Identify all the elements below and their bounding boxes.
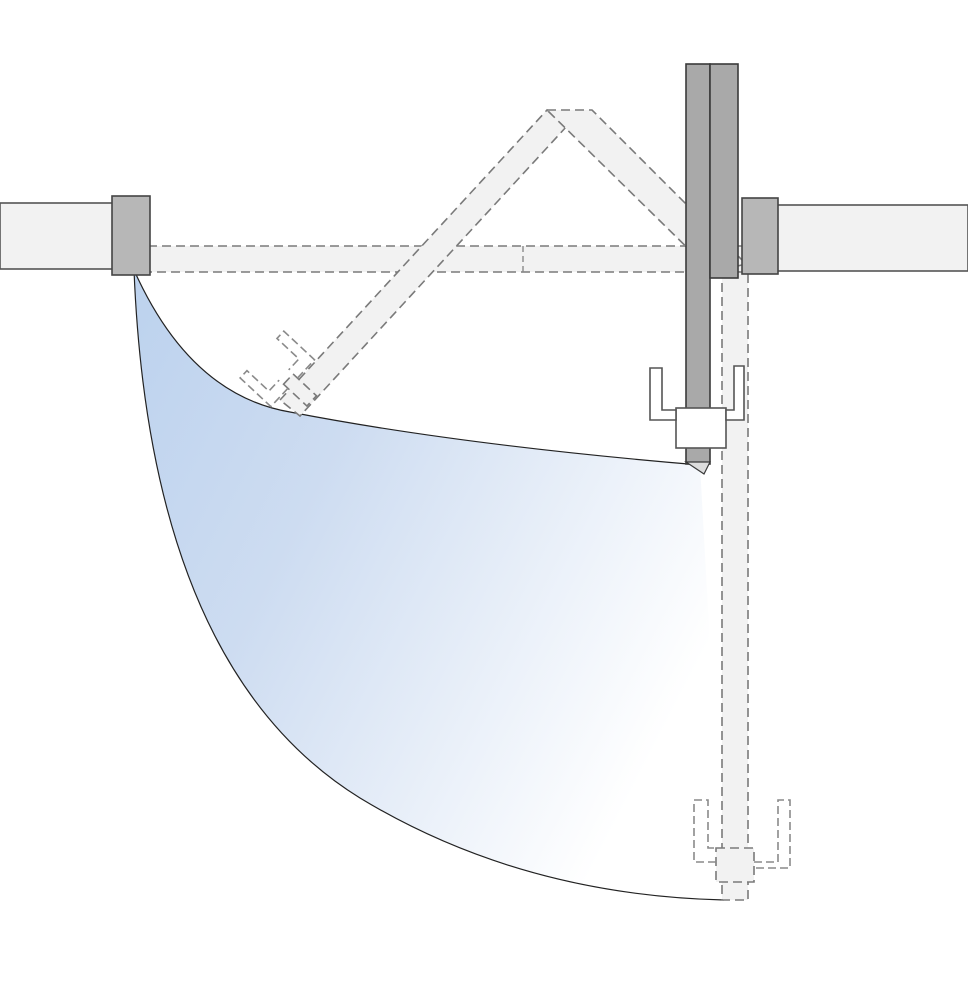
door-leaf-back (709, 63, 739, 279)
ghost-handle-open-leaf (693, 799, 791, 883)
door-swing-area (134, 270, 724, 900)
door-frame-jamb-right (741, 197, 779, 275)
door-handle (649, 365, 745, 449)
wall-right (775, 204, 968, 272)
door-leaf-front (685, 63, 711, 465)
swing-arc-outer (133, 269, 725, 901)
door-frame-jamb-left (111, 195, 151, 276)
door-leaf-hinge-tip (684, 461, 711, 475)
swing-arc-inner (133, 269, 701, 466)
ghost-folded-panel-left (278, 108, 569, 418)
wall-left (0, 202, 115, 270)
